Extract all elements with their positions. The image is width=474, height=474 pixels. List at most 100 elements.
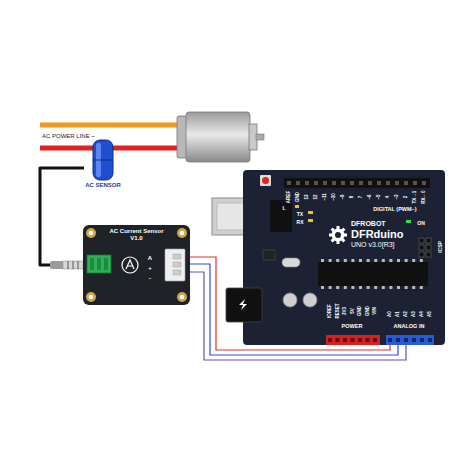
pin-name: ~6 [368,194,373,199]
jack-slot [104,258,108,270]
mount-hole [177,292,187,302]
connector-pin [173,254,181,259]
logo-gear [329,226,347,244]
led-label: L [282,206,285,211]
pcb [83,225,190,305]
header-pin [386,181,390,185]
mount-hole-center [180,231,185,236]
chip-pin [321,259,324,262]
pin-name: 12 [314,194,319,199]
pin-name: TX→1 [413,191,418,204]
pin-name: GND [296,192,301,202]
header-pin [404,181,408,185]
audio-plug [63,261,83,269]
header-pin [373,338,377,342]
led-label: TX [297,212,303,217]
pin-name: AREF [287,191,292,203]
header-pin [368,181,372,185]
chip-pin [351,259,354,262]
mount-hole-center [89,295,94,300]
header-pin [395,181,399,185]
pin-name: GND [365,306,370,316]
connector-pin [173,262,181,267]
mount-hole-center [89,231,94,236]
pin-name: 7 [359,196,364,199]
chip-pin [405,286,408,289]
board-title: AC Current Sensor V1.0 [103,228,170,242]
pin-name: A5 [428,311,433,317]
icsp-pin [426,245,431,250]
icsp-pin [419,245,424,250]
mount-hole [177,228,187,238]
pin-name: 3V3 [343,307,348,315]
header-pin [358,338,362,342]
chip-pin [321,286,324,289]
pcb [243,170,445,345]
header-pin [420,338,424,342]
gear-hole [335,232,341,238]
pin-label: - [149,275,151,281]
board-name: DFRduino [351,228,404,241]
usb-chip [270,200,292,232]
audio-jack [87,255,111,273]
board-version: UNO v3.0[R3] [351,241,404,249]
audio-plug [50,261,64,269]
power-line-label: AC POWER LINE ~ [42,133,95,139]
header-pin [428,338,432,342]
power-wire [40,123,182,128]
chip-pin [420,259,423,262]
mount-hole [86,228,96,238]
rx-led [308,219,313,222]
header-pin [341,181,345,185]
wire-connector [165,249,185,281]
on-led [406,220,411,223]
header-label: POWER [342,324,363,330]
header-pin [413,181,417,185]
jack-slot [97,258,101,270]
pin-name: GND [358,306,363,316]
sensor-label: AC SENSOR [84,182,122,189]
pin-name: 2 [404,196,409,199]
header-label: DIGITAL (PWM~) [373,207,416,213]
chip-pin [389,286,392,289]
pin-label: + [148,265,152,271]
analog-header [386,335,434,345]
text-block: AC SENSOR [84,182,122,189]
pin-name: ~3 [395,194,400,199]
chip-pin [344,259,347,262]
mount-hole-center [180,295,185,300]
header-pin [336,338,340,342]
icsp-pin [419,252,424,257]
pin-name: 13 [305,194,310,199]
chip-pin [405,259,408,262]
clamp-body [93,140,113,180]
chip-pin [397,286,400,289]
header-pin [359,181,363,185]
capacitor [283,293,297,307]
pin-name: RX←0 [422,190,427,203]
icsp-pin [419,238,424,243]
header-label: ANALOG IN [394,324,425,330]
logo-mark [126,260,134,269]
pin-name: A2 [404,311,409,317]
chip-pin [336,259,339,262]
header-pin [350,181,354,185]
text-block: DFROBOTDFRduinoUNO v3.0[R3] [351,220,404,249]
power-header [326,335,380,345]
pin-name: A1 [396,311,401,317]
pin-name: 4 [386,196,391,199]
pin-name: VIN [373,307,378,315]
header-pin [388,338,392,342]
pin-name: ~10 [332,193,337,201]
chip-pin [382,286,385,289]
header-pin [404,338,408,342]
pin-name: ~5 [377,194,382,199]
chip-pin [336,286,339,289]
chip-pin [359,259,362,262]
chip-pin [329,259,332,262]
pin-label: A [148,255,152,261]
header-pin [287,181,291,185]
power-jack [226,288,262,322]
header-pin [412,338,416,342]
chip-pin [351,286,354,289]
